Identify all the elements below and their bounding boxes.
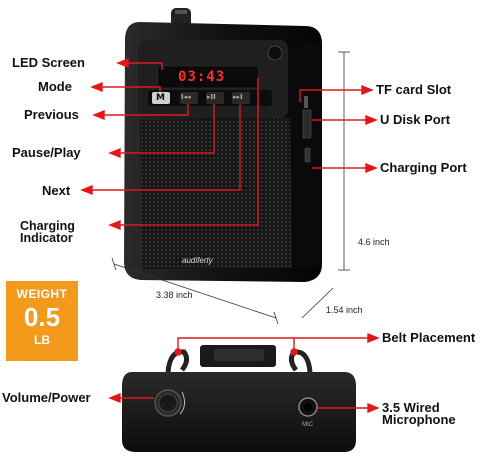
next-button <box>232 92 250 104</box>
dimension-lines <box>111 51 350 325</box>
mode-button <box>152 92 170 104</box>
next-button-label: ▸▸I <box>233 93 243 101</box>
brand-logo: audiferty <box>182 256 213 265</box>
mode-button-label: M <box>156 93 165 103</box>
weight-title: WEIGHT <box>16 287 68 301</box>
pause-play-button <box>206 92 224 104</box>
volume-power-knob[interactable] <box>154 389 186 417</box>
pointer-lines <box>80 57 380 414</box>
bottom-body <box>122 372 356 452</box>
previous-button <box>180 92 198 104</box>
label-next: Next <box>42 183 71 198</box>
previous-button-label: I◂◂ <box>181 93 191 101</box>
microphone-jack[interactable] <box>298 397 318 417</box>
tf-card-slot <box>304 96 308 108</box>
dimension-depth: 1.54 inch <box>326 305 363 315</box>
label-previous: Previous <box>24 107 79 122</box>
display-time: 03:43 <box>178 69 226 85</box>
label-pause-play: Pause/Play <box>12 145 81 160</box>
mic-port-label: MIC <box>302 422 313 428</box>
label-belt-placement: Belt Placement <box>382 330 476 345</box>
weight-unit: LB <box>34 333 50 347</box>
label-tf-card-slot: TF card Slot <box>376 82 452 97</box>
dimension-height: 4.6 inch <box>358 237 390 247</box>
led-display <box>157 65 259 89</box>
u-disk-port <box>302 109 312 139</box>
dimension-width: 3.38 inch <box>156 290 193 300</box>
label-u-disk-port: U Disk Port <box>380 112 451 127</box>
label-volume-power: Volume/Power <box>2 390 91 405</box>
label-mode: Mode <box>38 79 72 94</box>
label-led-screen: LED Screen <box>12 55 85 70</box>
weight-badge: WEIGHT 0.5 LB <box>6 281 78 361</box>
lanyard-hole <box>267 45 283 61</box>
charging-port <box>304 147 311 163</box>
play-button-label: ▸II <box>207 93 216 101</box>
weight-value: 0.5 <box>23 302 61 332</box>
belt-clip <box>200 345 276 367</box>
label-charging-indicator: Charging Indicator <box>20 219 75 245</box>
label-charging-port: Charging Port <box>380 160 467 175</box>
label-wired-microphone: 3.5 Wired Microphone <box>382 400 456 427</box>
speaker-grille <box>140 118 292 270</box>
